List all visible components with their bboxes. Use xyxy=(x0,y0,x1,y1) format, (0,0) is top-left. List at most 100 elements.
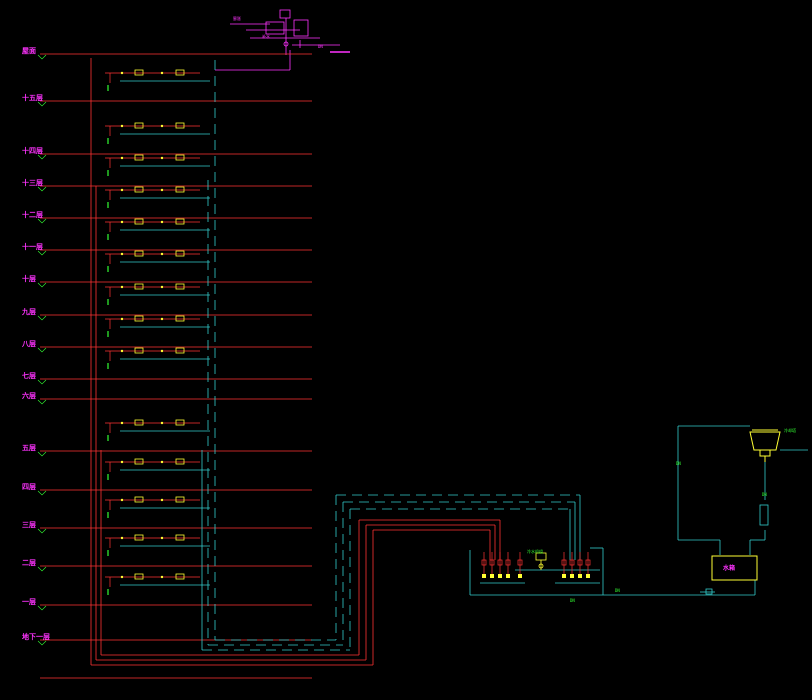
fan-coil-unit xyxy=(175,315,185,322)
svg-text:补水: 补水 xyxy=(262,33,270,39)
elevation-mark xyxy=(37,54,47,60)
elevation-mark xyxy=(37,250,47,256)
svg-text:DN: DN xyxy=(615,588,620,593)
cooling-tower xyxy=(749,429,781,462)
fan-coil-branch xyxy=(105,458,210,480)
pump xyxy=(481,552,487,578)
floor-label: 七层 xyxy=(22,371,36,380)
pump xyxy=(497,552,503,578)
fan-coil-unit xyxy=(175,283,185,290)
floor-row: 屋面 xyxy=(22,46,312,60)
fan-coil-unit xyxy=(134,496,144,503)
fan-coil-branch xyxy=(105,218,210,240)
floor-branches xyxy=(105,69,210,595)
floor-row: 二层 xyxy=(22,558,312,572)
svg-text:DN: DN xyxy=(318,44,323,49)
floor-row: 一层 xyxy=(22,597,312,611)
elevation-mark xyxy=(37,490,47,496)
pump xyxy=(577,552,583,578)
floor-label: 八层 xyxy=(21,339,36,348)
fan-coil-unit xyxy=(134,458,144,465)
svg-text:膨胀: 膨胀 xyxy=(233,15,241,21)
floor-row: 十四层 xyxy=(22,146,312,160)
floor-row: 地下一层 xyxy=(22,632,312,646)
floor-label: 十五层 xyxy=(22,93,43,102)
fan-coil-unit xyxy=(175,496,185,503)
fan-coil-branch xyxy=(105,347,210,369)
pump xyxy=(569,552,575,578)
chiller xyxy=(535,552,547,570)
fan-coil-unit xyxy=(175,122,185,129)
elevation-mark xyxy=(37,154,47,160)
elevation-mark xyxy=(37,347,47,353)
floor-row: 十五层 xyxy=(22,93,312,107)
svg-text:DN: DN xyxy=(676,461,681,466)
fan-coil-branch xyxy=(105,250,210,272)
fan-coil-unit xyxy=(134,69,144,76)
fan-coil-unit xyxy=(175,250,185,257)
elevation-mark xyxy=(37,379,47,385)
floor-row: 五层 xyxy=(22,443,312,457)
floor-label: 十三层 xyxy=(22,178,43,187)
fan-coil-unit xyxy=(134,250,144,257)
floor-row: 九层 xyxy=(21,307,312,321)
fan-coil-branch xyxy=(105,283,210,305)
elevation-mark xyxy=(37,282,47,288)
pump xyxy=(505,552,511,578)
fan-coil-unit xyxy=(134,419,144,426)
svg-text:DN: DN xyxy=(570,598,575,603)
elevation-mark xyxy=(37,605,47,611)
elevation-mark xyxy=(37,640,47,646)
floor-label: 地下一层 xyxy=(22,632,50,641)
floor-label: 二层 xyxy=(22,558,36,567)
floor-label: 三层 xyxy=(22,520,36,529)
floor-label: 一层 xyxy=(22,597,36,606)
pump-group xyxy=(481,552,591,578)
floor-row: 十一层 xyxy=(22,242,312,256)
chiller-label: 冷水机组 xyxy=(527,548,543,554)
floor-row: 三层 xyxy=(22,520,312,534)
elevation-mark xyxy=(37,451,47,457)
fan-coil-unit xyxy=(134,315,144,322)
plant-room: 冷却塔 水箱 冷水机组 DN DN DN DN xyxy=(469,425,808,603)
fan-coil-branch xyxy=(105,186,210,208)
fan-coil-unit xyxy=(175,419,185,426)
floor-row: 七层 xyxy=(22,371,312,385)
fan-coil-unit xyxy=(134,218,144,225)
fan-coil-unit xyxy=(175,458,185,465)
elevation-mark xyxy=(37,399,47,405)
pump xyxy=(489,552,495,578)
elevation-mark xyxy=(37,566,47,572)
fan-coil-branch xyxy=(105,496,210,518)
floor-row: 十二层 xyxy=(22,210,312,224)
pump xyxy=(517,552,523,578)
fan-coil-branch xyxy=(105,154,210,176)
floor-label: 屋面 xyxy=(22,46,36,55)
floor-label: 四层 xyxy=(22,482,36,491)
elevation-mark xyxy=(37,528,47,534)
supply-risers xyxy=(90,58,501,666)
fan-coil-unit xyxy=(175,534,185,541)
floor-row: 十层 xyxy=(22,274,312,288)
floor-label: 十一层 xyxy=(22,242,43,251)
cooling-tower-label: 冷却塔 xyxy=(784,427,796,433)
elevation-mark xyxy=(37,186,47,192)
fan-coil-unit xyxy=(134,534,144,541)
floor-row: 四层 xyxy=(22,482,312,496)
floor-label: 五层 xyxy=(22,443,36,452)
fan-coil-branch xyxy=(105,534,210,556)
water-tank: 水箱 xyxy=(711,555,758,581)
fan-coil-unit xyxy=(134,154,144,161)
fan-coil-unit xyxy=(175,218,185,225)
fan-coil-branch xyxy=(105,122,210,144)
floor-label: 六层 xyxy=(22,391,36,400)
fan-coil-unit xyxy=(134,283,144,290)
pump xyxy=(561,552,567,578)
floor-row: 十三层 xyxy=(22,178,312,192)
floor-label: 九层 xyxy=(21,307,36,316)
pump xyxy=(585,552,591,578)
floor-row: 六层 xyxy=(22,391,312,405)
fan-coil-unit xyxy=(134,573,144,580)
elevation-mark xyxy=(37,101,47,107)
fan-coil-unit xyxy=(134,347,144,354)
